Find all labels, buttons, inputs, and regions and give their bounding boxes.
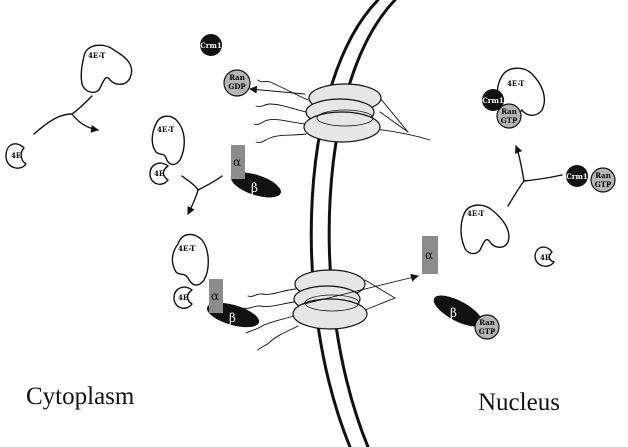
free-eif4e-transporter-nucleus: 4E-T <box>460 204 510 255</box>
binding-arrow-2 <box>181 175 223 215</box>
complex-1-eif4e-transporter-label: 4E-T <box>157 125 175 134</box>
eif4e-label: 4E <box>11 151 21 160</box>
ran-gtp-nucleus: Ran GTP <box>590 167 616 193</box>
import-complex-cytoplasm: 4E-T 4E α β <box>171 233 260 328</box>
nuclear-pore-lower <box>243 269 419 351</box>
inner-membrane <box>327 0 397 447</box>
free-eif4e-nucleus: 4E <box>534 246 555 267</box>
binding-arrow-3 <box>507 145 563 207</box>
importin-alpha-nucleus: α <box>422 236 438 274</box>
eif4e-label-nucleus: 4E <box>540 253 550 262</box>
eif4e-transporter-label: 4E-T <box>88 51 106 60</box>
gtp-label-nucleus-1: GTP <box>479 327 496 336</box>
importin-beta-ran-gtp-nucleus: β Ran GTP <box>433 295 500 340</box>
export-complex-gtp-label: GTP <box>501 116 518 125</box>
crm1-nucleus: Crm1 <box>566 165 588 187</box>
free-eif4e-cytoplasm: 4E <box>5 143 27 169</box>
importin-alpha-label-3: α <box>425 248 433 262</box>
importin-beta-label-1: β <box>251 181 258 195</box>
gdp-label: GDP <box>228 82 246 91</box>
crm1-label-nucleus: Crm1 <box>566 172 588 181</box>
complex-2-eif4e-transporter-label: 4E-T <box>178 244 196 253</box>
nuclear-pore-upper <box>249 79 431 143</box>
eif4e-transporter-label-nucleus: 4E-T <box>467 209 485 218</box>
complex-2-eif4e-label: 4E <box>178 293 188 302</box>
export-complex-eif4e-transporter-label: 4E-T <box>507 79 525 88</box>
export-complex-nucleus: 4E-T Crm1 Ran GTP <box>482 67 546 129</box>
cytoplasm-label: Cytoplasm <box>26 383 135 410</box>
importin-alpha-beta-free: α β <box>231 145 281 198</box>
outer-membrane <box>309 0 380 447</box>
crm1-cytoplasm: Crm1 <box>200 34 222 56</box>
export-complex-ran-label: Ran <box>501 107 517 116</box>
ran-label-cytoplasm: Ran <box>229 73 245 82</box>
nucleus-label: Nucleus <box>478 389 560 416</box>
importin-alpha-label-1: α <box>233 155 241 169</box>
complex-1-eif4e-label: 4E <box>154 169 164 178</box>
ran-label-nucleus-2: Ran <box>595 171 611 180</box>
complex-eif4e-eif4e-transporter: 4E-T 4E <box>149 115 185 185</box>
export-complex-crm1-label: Crm1 <box>482 96 504 105</box>
crm1-label-cytoplasm: Crm1 <box>200 41 222 50</box>
importin-beta-label-3: β <box>450 306 457 320</box>
binding-arrow-1 <box>33 95 99 135</box>
gtp-label-nucleus-2: GTP <box>595 180 612 189</box>
importin-alpha-label-2: α <box>211 289 219 303</box>
importin-beta-label-2: β <box>229 311 236 325</box>
ran-gdp-cytoplasm: Ran GDP <box>223 69 251 97</box>
nuclear-envelope <box>309 0 397 447</box>
free-eif4e-transporter-cytoplasm: 4E-T <box>80 44 133 94</box>
ran-label-nucleus-1: Ran <box>479 318 495 327</box>
